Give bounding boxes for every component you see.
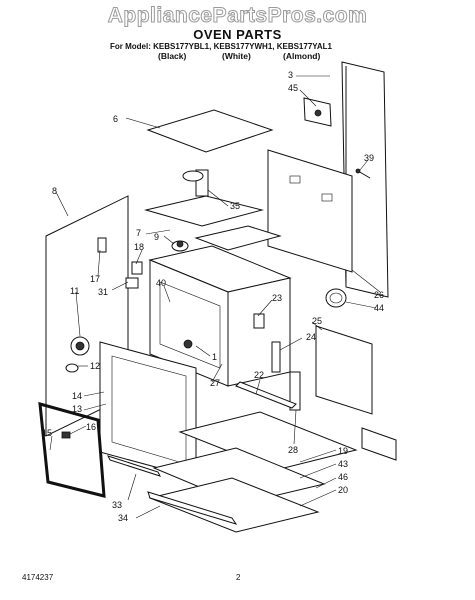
part-hinge-hardware [253,313,301,411]
part-vent-duct [182,169,209,197]
callout-6: 6 [113,114,118,124]
callout-40: 40 [156,278,166,288]
model-line: For Model: KEBS177YBL1, KEBS177YWH1, KEB… [110,42,332,51]
callout-24: 24 [306,332,316,342]
callout-18: 18 [134,242,144,252]
variant-almond: (Almond) [283,51,321,61]
callout-15: 15 [42,428,52,438]
part-bracket-46 [361,427,397,461]
part-door-gasket [38,401,106,498]
callout-35: 35 [230,201,240,211]
part-rail-22 [235,381,297,409]
part-bracket-45 [303,97,332,127]
page-number: 2 [236,573,241,582]
callout-31: 31 [98,287,108,297]
callout-28: 28 [288,445,298,455]
variant-black: (Black) [158,51,187,61]
callout-labels: 3 45 6 39 35 8 7 18 9 17 26 44 11 31 40 … [42,70,384,523]
callout-13: 13 [72,404,82,414]
part-door-panel [315,325,373,415]
part-back-wall [267,149,353,273]
callout-7: 7 [136,228,141,238]
document-number: 4174237 [22,573,54,582]
callout-25: 25 [312,316,322,326]
part-thermostat-9 [171,240,189,252]
part-front-frame [99,341,197,479]
callout-9: 9 [154,232,159,242]
variant-white: (White) [222,51,251,61]
callout-27: 27 [210,378,220,388]
callout-8: 8 [52,186,57,196]
callout-34: 34 [118,513,128,523]
part-gasket-44 [325,288,347,308]
part-screw-39 [355,168,371,179]
callout-3: 3 [288,70,293,80]
callout-45: 45 [288,83,298,93]
callout-23: 23 [272,293,282,303]
callout-26: 26 [374,290,384,300]
callout-44: 44 [374,303,384,313]
callout-1: 1 [212,352,217,362]
callout-39: 39 [364,153,374,163]
callout-16: 16 [86,422,96,432]
callout-33: 33 [112,500,122,510]
part-lower-rails [107,455,238,525]
callout-20: 20 [338,485,348,495]
part-top-panel [146,109,274,153]
callout-46: 46 [338,472,348,482]
callout-14: 14 [72,391,82,401]
callout-12: 12 [90,361,100,371]
leader-lines [49,75,381,519]
callout-22: 22 [254,370,264,380]
callout-11: 11 [70,286,79,296]
callout-17: 17 [90,274,100,284]
part-lamp [65,336,90,373]
part-bottom-tray [148,411,358,533]
page-title: OVEN PARTS [193,27,282,42]
callout-19: 19 [338,446,348,456]
callout-43: 43 [338,459,348,469]
watermark: AppliancePartsPros.com [107,4,368,28]
part-shelf-plate [144,195,282,251]
